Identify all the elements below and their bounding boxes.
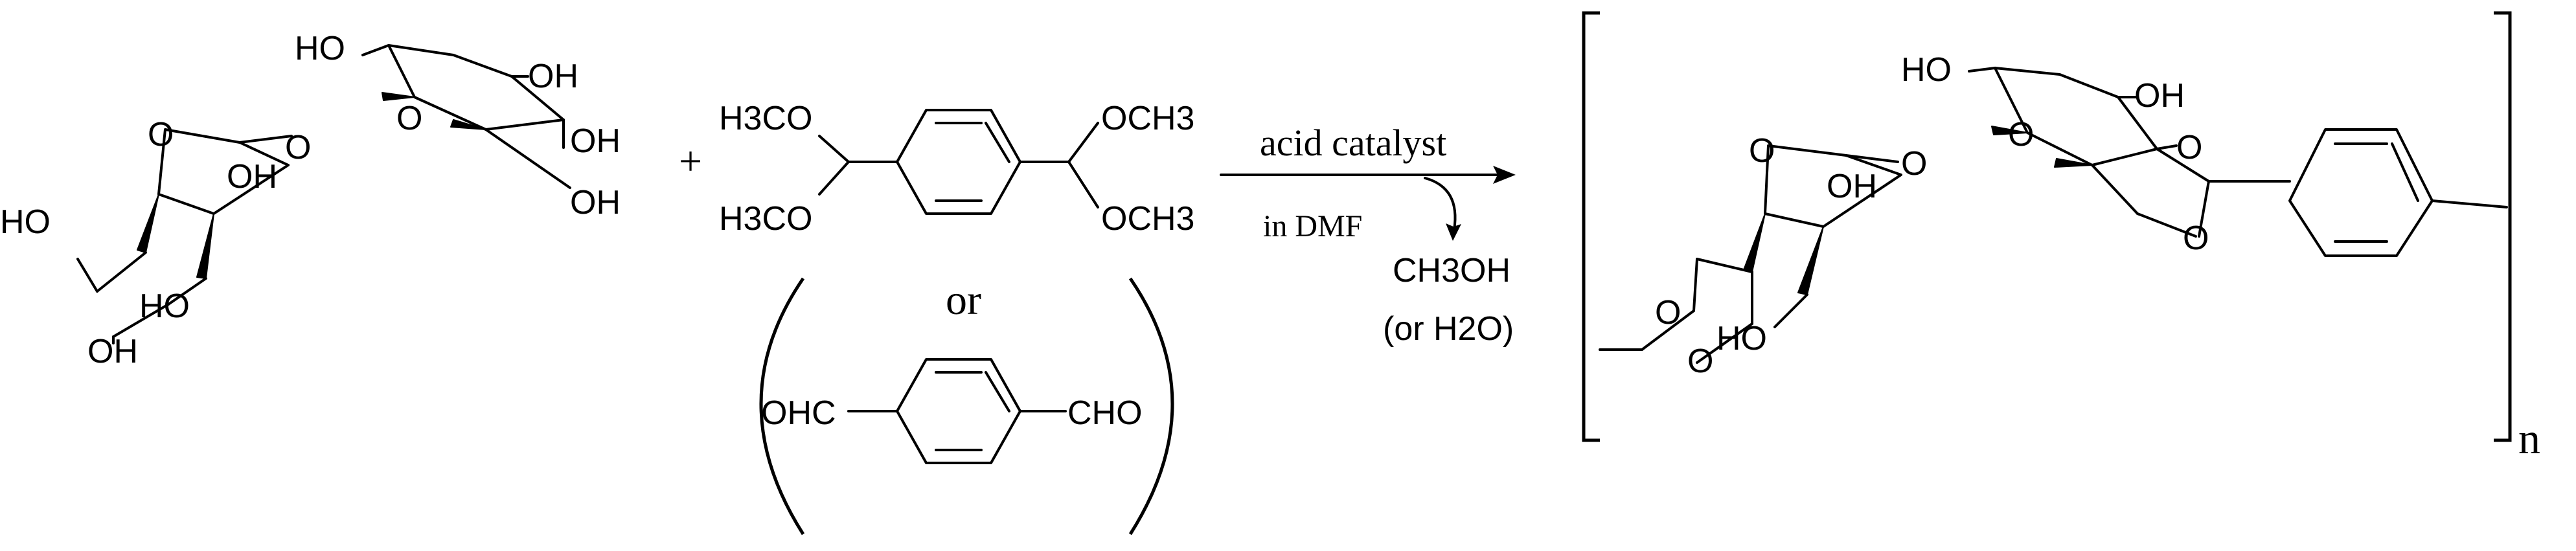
r1-oh-bottom: OH [87,333,138,370]
prod-oh-top: OH [2134,77,2185,115]
lower-left-pyranose-ring [76,128,293,344]
prod-acetal-o-right-bottom: O [2183,219,2209,257]
prod-glycosidic-o: O [1901,145,1927,183]
acetal-benzene-ring [818,109,1099,215]
r1-ring-o-right: O [396,100,422,137]
right-bracket [2494,11,2512,442]
prod-ho-top: HO [1901,51,1952,89]
repeat-unit-n: n [2518,414,2540,463]
product-benzene-ring [2207,128,2508,257]
acetal-h3co-bottom: H3CO [719,200,812,238]
left-bracket [1582,11,1600,442]
r1-oh-left-mid: OH [227,158,277,196]
acetal-och3-top: OCH3 [1101,100,1194,137]
product-lower-ring [1599,144,1902,364]
byproduct-arrow-head [1446,223,1461,241]
disaccharide-reactant: HO OH OH OH O O O OH HO HO OH [0,30,621,370]
condition-catalyst: acid catalyst [1260,122,1446,164]
prod-ring-o-right: O [2008,116,2034,153]
left-parenthesis [759,277,805,535]
or-word: or [946,276,981,324]
reaction-arrow-group: acid catalyst in DMF CH3OH (or H2O) [1220,122,1516,348]
prod-ring-o-left: O [1749,132,1775,170]
r1-ho-left: HO [0,203,51,241]
r1-oh-right-top: OH [528,58,578,95]
acetal-och3-bottom: OCH3 [1101,200,1194,238]
terephthal-reactant: H3CO H3CO OCH3 OCH3 or OHC CHO [719,100,1194,535]
aldehyde-ohc: OHC [761,394,836,432]
polymer-product: HO OH O O O OH O O O O HO n [1582,11,2540,463]
r1-glycosidic-o: O [285,129,311,166]
r1-ring-o-left: O [148,116,174,153]
plus-sign: + [679,138,702,184]
r1-ho-top: HO [295,30,345,67]
prod-ho-bottom: HO [1716,320,1767,357]
prod-acetal-o-left-top: O [1655,294,1681,332]
byproduct-curved-arrow [1424,177,1457,231]
r1-ho-left-low: HO [139,287,190,325]
prod-acetal-o-left-bottom: O [1687,343,1713,380]
aldehyde-cho: CHO [1067,394,1143,432]
r1-oh-right-mid: OH [570,122,621,160]
prod-oh-mid: OH [1827,168,1877,205]
reaction-arrow-head [1493,166,1516,184]
right-parenthesis [1128,277,1174,535]
r1-oh-right-low: OH [570,184,621,221]
prod-acetal-o-right-top: O [2176,129,2202,166]
upper-right-pyranose-ring [361,44,571,189]
byproduct-water: (or H2O) [1383,310,1514,348]
product-upper-ring [1968,67,2210,238]
aldehyde-benzene-ring [847,358,1067,464]
acetal-h3co-top: H3CO [719,100,812,137]
condition-solvent: in DMF [1263,209,1362,243]
byproduct-methanol: CH3OH [1393,252,1510,289]
